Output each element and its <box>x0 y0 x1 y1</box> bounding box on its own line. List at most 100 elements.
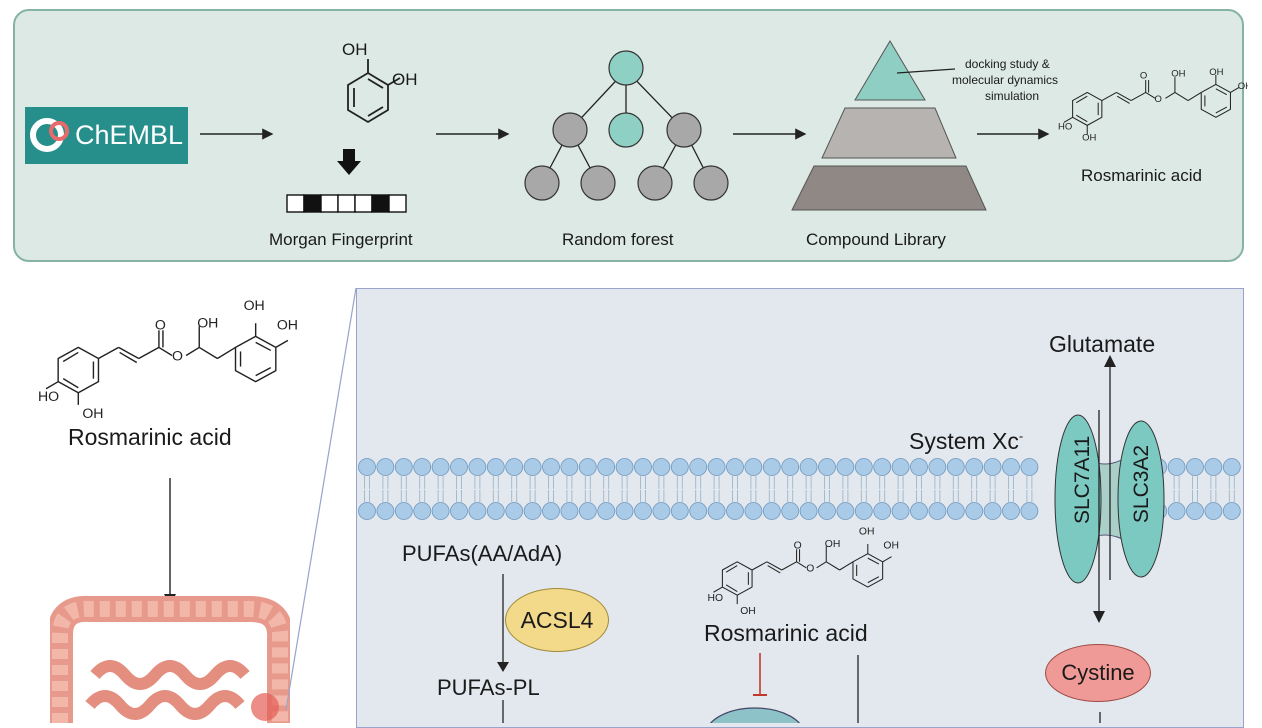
fingerprint-bit <box>303 194 322 213</box>
lipid-head <box>1167 502 1186 520</box>
top-mol-ho: HO <box>1058 122 1072 133</box>
docking-label-line1: docking study & <box>965 57 1050 71</box>
lipid-head <box>946 458 965 476</box>
catechol-oh-top: OH <box>342 40 368 59</box>
lipid-head <box>560 502 579 520</box>
lipid-head <box>928 502 947 520</box>
cystine-label: Cystine <box>1061 660 1135 685</box>
colon-illustration-icon <box>50 595 290 723</box>
top-mol-o2: O <box>1140 71 1147 82</box>
lipid-head <box>413 502 432 520</box>
random-forest-label: Random forest <box>562 230 674 249</box>
lipid-head <box>726 502 744 520</box>
lipid-head <box>689 502 708 520</box>
lipid-head <box>799 458 818 476</box>
fingerprint-bit <box>388 194 407 213</box>
lipid-head <box>910 502 928 520</box>
lipid-head <box>578 502 597 520</box>
lipid-head <box>762 502 781 520</box>
left-mol-oh2: OH <box>244 297 265 313</box>
slc3a2-label: SLC3A2 <box>1130 444 1153 524</box>
mech-mol-o: O <box>806 563 814 574</box>
glutamate-label: Glutamate <box>1049 331 1156 357</box>
catechol-oh-right: OH <box>392 70 418 89</box>
left-mol-oh3: OH <box>277 316 298 332</box>
lipid-head <box>762 458 781 476</box>
morgan-fingerprint-bits <box>286 194 407 213</box>
lipid-head <box>1167 458 1186 476</box>
lipid-head <box>689 458 708 476</box>
top-mol-o: O <box>1154 94 1161 105</box>
lipid-head <box>891 502 910 520</box>
pufas-label: PUFAs(AA/AdA) <box>402 541 563 566</box>
lipid-head <box>376 458 395 476</box>
fingerprint-bit <box>286 194 305 213</box>
cystine-node: Cystine <box>1045 644 1151 702</box>
lipid-head <box>523 458 542 476</box>
lipid-head <box>523 502 542 520</box>
lipid-head <box>1204 502 1223 520</box>
lipid-head <box>1020 502 1039 520</box>
lipid-head <box>450 502 468 520</box>
top-arrows <box>200 128 1050 140</box>
down-arrow-icon <box>337 149 361 175</box>
top-mol-oh1: OH <box>1171 68 1185 79</box>
left-mol-o: O <box>172 348 183 364</box>
lipid-head <box>965 502 984 520</box>
mechanism-rosmarinic-acid-molecule: O O OH OH OH HO OH <box>708 526 899 616</box>
mech-mol-oh4: OH <box>740 606 756 616</box>
docking-label-line3: simulation <box>985 89 1040 103</box>
lipid-head <box>707 458 726 476</box>
mech-mol-oh2: OH <box>859 526 875 537</box>
lipid-head <box>873 502 892 520</box>
lipid-head <box>505 502 524 520</box>
lipid-head <box>1186 502 1204 520</box>
lipid-head <box>505 458 524 476</box>
system-xc-superscript: - <box>1018 428 1024 444</box>
pufas-pl-label: PUFAs-PL <box>437 675 540 700</box>
left-mol-ho: HO <box>38 388 59 404</box>
lipid-head <box>983 458 1002 476</box>
lipid-head <box>542 458 560 476</box>
fingerprint-bit <box>354 194 373 213</box>
cystine-down-line <box>1099 712 1101 723</box>
left-mol-oh4: OH <box>82 405 103 421</box>
top-mol-oh2: OH <box>1209 67 1223 78</box>
lipid-head <box>836 458 855 476</box>
lipid-head <box>376 502 395 520</box>
lipid-head <box>928 458 947 476</box>
transporter-arrows <box>1093 355 1116 623</box>
lipid-head <box>818 458 836 476</box>
zoom-connector-lines <box>285 287 357 711</box>
lipid-head <box>891 458 910 476</box>
fingerprint-bit <box>320 194 339 213</box>
lipid-head <box>615 502 634 520</box>
lipid-head <box>910 458 928 476</box>
lipid-head <box>1222 502 1241 520</box>
lipid-head <box>652 502 671 520</box>
top-mol-oh3: OH <box>1238 81 1248 92</box>
mech-mol-ho: HO <box>708 593 724 604</box>
lipid-head <box>615 458 634 476</box>
docking-label-line2: molecular dynamics <box>952 73 1059 87</box>
lipid-head <box>744 458 763 476</box>
lipid-head <box>542 502 560 520</box>
lipid-head <box>468 458 487 476</box>
lipid-head <box>431 458 450 476</box>
lipid-head <box>670 458 689 476</box>
lipid-head <box>634 458 652 476</box>
left-mol-o2: O <box>155 316 166 332</box>
left-rosmarinic-acid-molecule: O O OH OH OH HO OH <box>38 297 298 421</box>
mech-mol-oh1: OH <box>825 539 841 550</box>
lipid-head <box>854 502 873 520</box>
system-xc-label: System Xc- <box>909 428 1023 455</box>
chembl-logo-icon <box>30 118 69 152</box>
chembl-logo-text: ChEMBL <box>75 120 184 150</box>
mech-mol-o2: O <box>794 540 802 551</box>
top-rosmarinic-acid-label: Rosmarinic acid <box>1081 166 1202 185</box>
fingerprint-bit <box>371 194 390 213</box>
lipid-head <box>744 502 763 520</box>
lipid-head <box>468 502 487 520</box>
acsl4-node: ACSL4 <box>505 588 609 652</box>
lipid-head <box>670 502 689 520</box>
